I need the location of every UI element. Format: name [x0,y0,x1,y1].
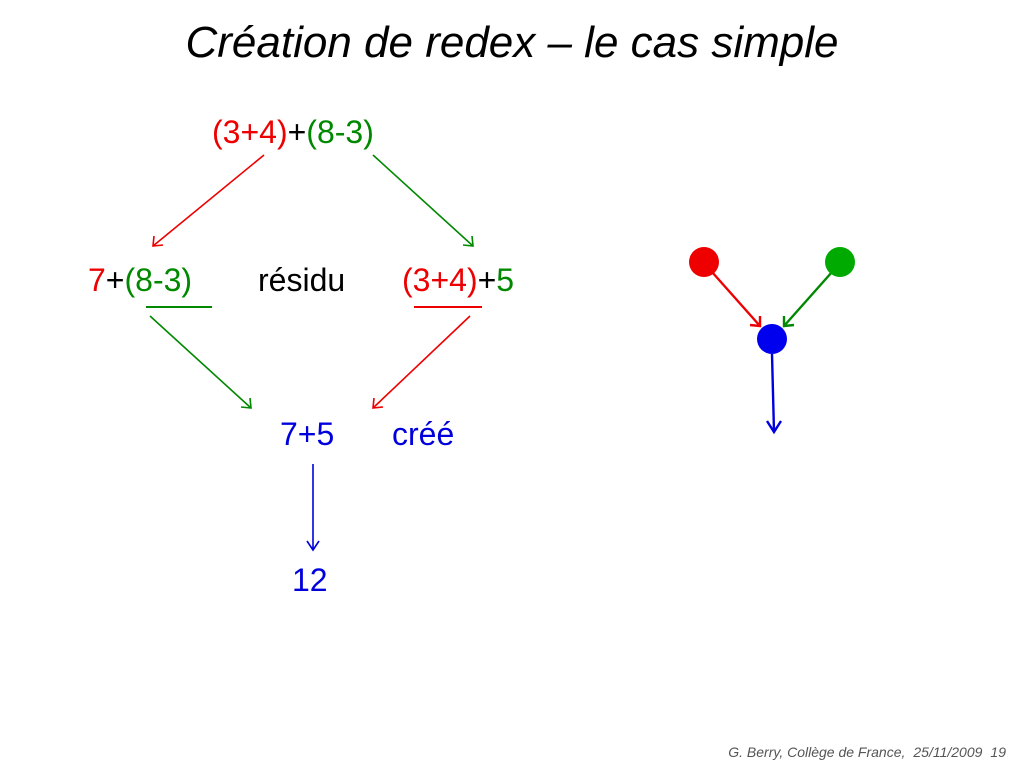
right-result-operator: + [477,262,497,298]
right-result-expression: (3+4)+5 [402,264,514,296]
top-operator: + [287,114,307,150]
slide-title: Création de redex – le cas simple [185,18,839,67]
graph-edge-green [782,271,833,328]
left-result-operator: + [105,262,125,298]
arrow-left-to-created [149,315,252,409]
residu-label: résidu [258,262,346,298]
redex-graph [689,247,855,435]
created-label: créé [392,416,455,452]
arrow-created-to-final [306,464,320,552]
created-redex: 7+5 [280,416,335,452]
footer-author: G. Berry, Collège de France, [728,744,906,760]
left-result-expression: 7+(8-3) [88,264,192,296]
final-value: 12 [292,562,328,598]
top-left-operand: (3+4) [212,114,288,150]
arrow-right-to-created [372,315,471,409]
footer-page-number: 19 [990,744,1006,760]
slide-footer: G. Berry, Collège de France, 25/11/2009 19 [720,744,1006,760]
graph-edge-red [711,271,762,328]
arrow-top-to-left [152,154,265,247]
footer-date: 25/11/2009 [913,744,983,760]
right-result-residual: (3+4) [402,262,478,298]
graph-edge-blue [765,353,783,435]
right-result-value: 5 [496,262,515,298]
left-result-value: 7 [88,262,106,298]
red-node [689,247,719,277]
top-right-operand: (8-3) [306,114,374,150]
top-expression: (3+4)+(8-3) [212,116,374,148]
arrow-top-to-right [372,154,474,247]
blue-node [757,324,787,354]
green-node [825,247,855,277]
left-result-residual: (8-3) [124,262,193,298]
